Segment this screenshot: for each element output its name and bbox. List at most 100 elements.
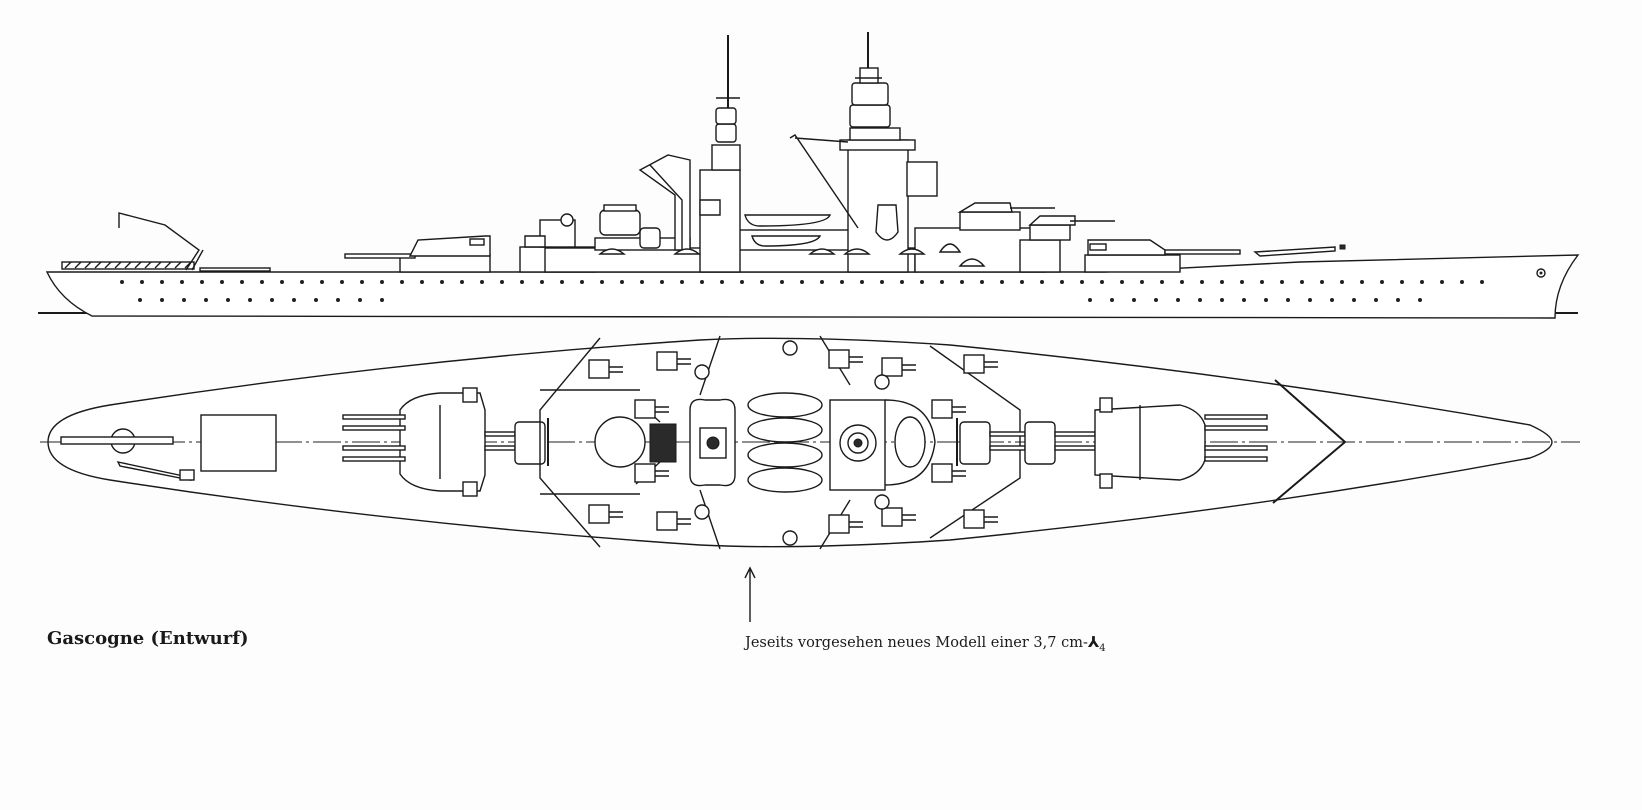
porthole	[1080, 280, 1084, 284]
porthole	[640, 280, 644, 284]
porthole	[1374, 298, 1378, 302]
porthole	[1220, 298, 1224, 302]
porthole	[160, 280, 164, 284]
porthole	[1110, 298, 1114, 302]
drawing-title: Gascogne (Entwurf)	[47, 628, 249, 649]
porthole	[204, 298, 208, 302]
bow-deck-fitting	[1253, 244, 1346, 257]
porthole	[980, 280, 984, 284]
porthole	[1154, 298, 1158, 302]
porthole	[320, 280, 324, 284]
porthole	[138, 298, 142, 302]
porthole	[1120, 280, 1124, 284]
porthole	[560, 280, 564, 284]
porthole	[300, 280, 304, 284]
porthole	[1060, 280, 1064, 284]
porthole	[760, 280, 764, 284]
aa-mount	[963, 354, 985, 374]
hull-side	[45, 254, 1580, 319]
porthole	[1240, 280, 1244, 284]
porthole	[1280, 280, 1284, 284]
porthole	[120, 280, 124, 284]
stern-fittings	[60, 414, 277, 482]
aa-mount	[588, 359, 610, 379]
porthole	[1352, 298, 1356, 302]
symbol-subscript: 4	[1099, 642, 1106, 654]
porthole	[460, 280, 464, 284]
porthole	[1460, 280, 1464, 284]
porthole	[800, 280, 804, 284]
porthole	[1140, 280, 1144, 284]
porthole	[960, 280, 964, 284]
aa-mount	[634, 399, 656, 419]
porthole	[226, 298, 230, 302]
aa-mount	[963, 509, 985, 529]
porthole	[314, 298, 318, 302]
porthole	[1400, 280, 1404, 284]
aa-mount	[931, 463, 953, 483]
porthole	[440, 280, 444, 284]
porthole	[1000, 280, 1004, 284]
porthole	[780, 280, 784, 284]
porthole	[580, 280, 584, 284]
porthole	[840, 280, 844, 284]
pointer-arrow	[744, 566, 756, 622]
porthole	[400, 280, 404, 284]
porthole	[740, 280, 744, 284]
aa-mount	[634, 463, 656, 483]
porthole	[292, 298, 296, 302]
porthole	[360, 280, 364, 284]
porthole	[600, 280, 604, 284]
breakwater	[1272, 379, 1347, 504]
porthole	[1418, 298, 1422, 302]
porthole	[1264, 298, 1268, 302]
porthole	[1198, 298, 1202, 302]
annotation-caption: Jeseits vorgesehen neues Modell einer 3,…	[745, 633, 1106, 654]
porthole	[1176, 298, 1180, 302]
porthole	[1088, 298, 1092, 302]
portholes-upper	[120, 280, 1484, 284]
porthole	[540, 280, 544, 284]
porthole	[160, 298, 164, 302]
porthole	[700, 280, 704, 284]
light-aa-mount	[694, 504, 710, 520]
porthole	[1320, 280, 1324, 284]
porthole	[1040, 280, 1044, 284]
aa-mounts-plan	[588, 340, 998, 546]
porthole	[1340, 280, 1344, 284]
porthole	[380, 298, 384, 302]
porthole	[1132, 298, 1136, 302]
porthole	[260, 280, 264, 284]
porthole	[420, 280, 424, 284]
porthole	[1308, 298, 1312, 302]
porthole	[1220, 280, 1224, 284]
porthole	[280, 280, 284, 284]
light-aa-mount	[782, 530, 798, 546]
fwd-main-turret-side	[1084, 239, 1241, 273]
porthole	[1440, 280, 1444, 284]
porthole	[620, 280, 624, 284]
porthole	[1480, 280, 1484, 284]
porthole	[240, 280, 244, 284]
porthole	[1300, 280, 1304, 284]
porthole	[1396, 298, 1400, 302]
porthole	[340, 280, 344, 284]
porthole	[200, 280, 204, 284]
light-aa-mount	[694, 364, 710, 380]
porthole	[180, 280, 184, 284]
porthole	[1260, 280, 1264, 284]
aa-mount	[881, 357, 903, 377]
aft-main-turret-plan	[342, 387, 549, 497]
porthole	[500, 280, 504, 284]
porthole	[820, 280, 824, 284]
porthole	[1180, 280, 1184, 284]
aa-mount	[656, 351, 678, 371]
porthole	[380, 280, 384, 284]
light-aa-mount	[874, 374, 890, 390]
porthole	[1286, 298, 1290, 302]
annotation-text: Jeseits vorgesehen neues Modell einer 3,…	[745, 635, 1088, 651]
aa-mount	[588, 504, 610, 524]
porthole	[940, 280, 944, 284]
